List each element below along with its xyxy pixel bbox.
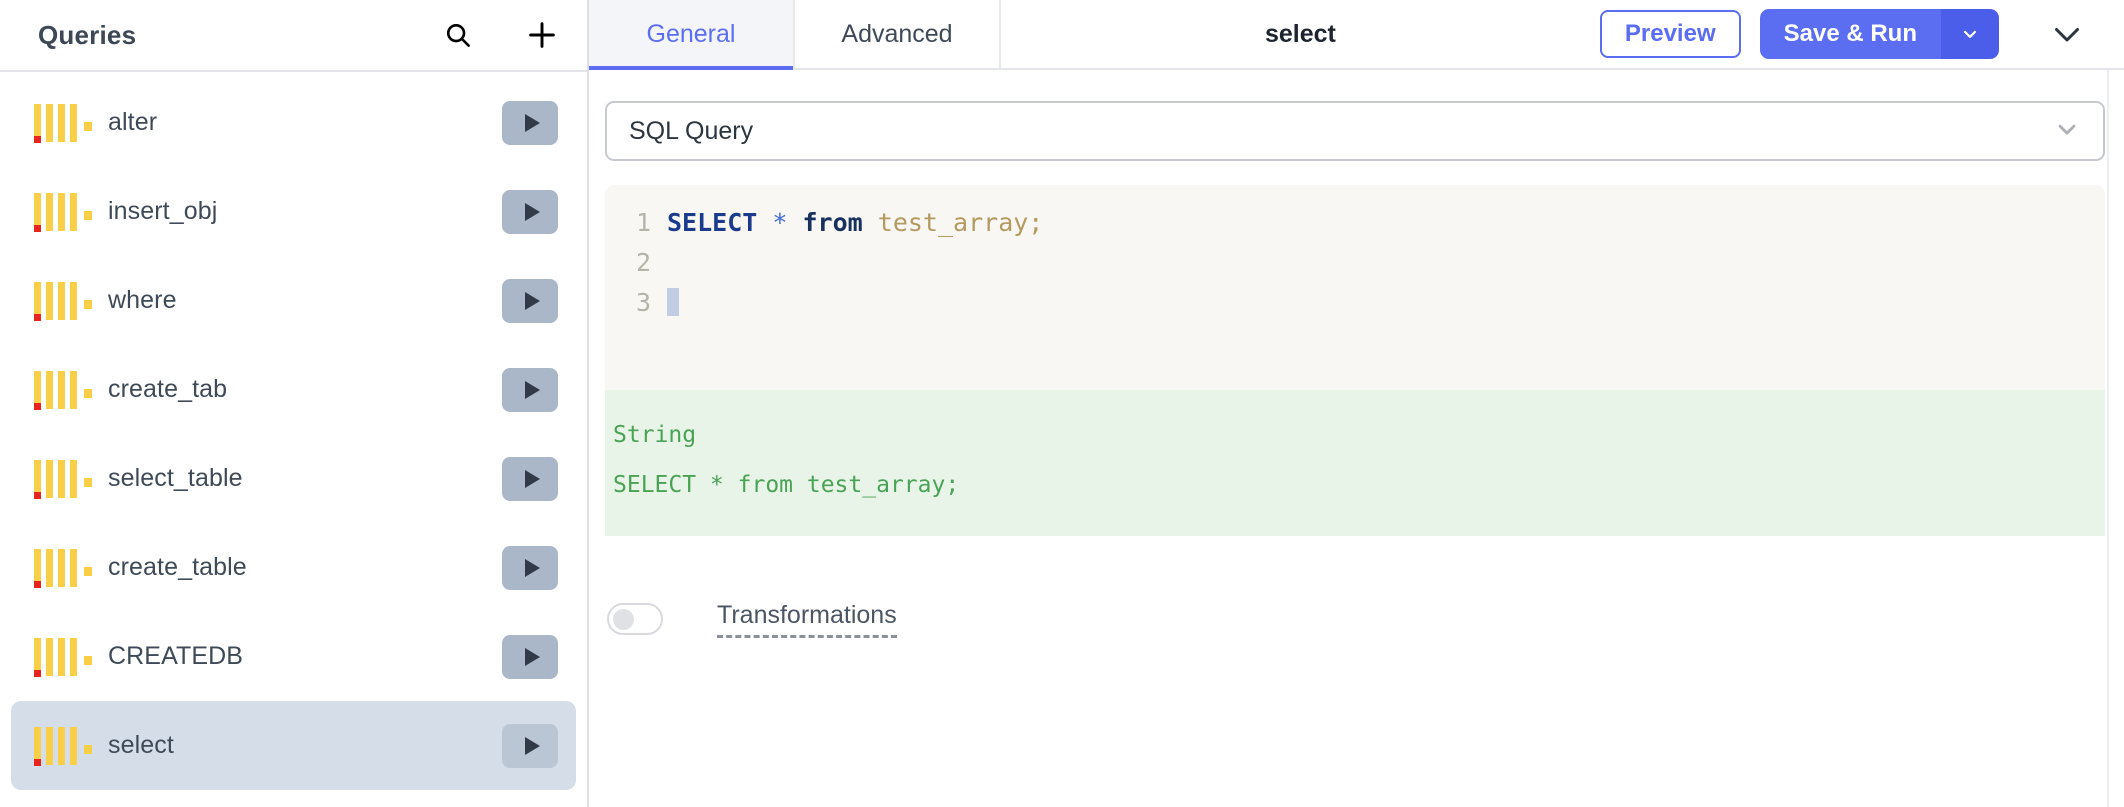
save-and-run-chevron-down-icon[interactable] [1941,9,1999,59]
play-icon[interactable] [502,634,558,679]
list-item[interactable]: select_table [11,434,576,523]
tab-advanced-label: Advanced [841,19,953,48]
result-type-label: String [613,422,697,448]
query-barcode-icon [32,189,92,235]
code-token [787,208,802,237]
play-icon[interactable] [502,723,558,768]
code-token [757,208,772,237]
tab-general[interactable]: General [589,0,795,70]
list-item[interactable]: CREATEDB [11,612,576,701]
code-token: SELECT [667,208,758,237]
list-item[interactable]: alter [11,78,576,167]
play-icon[interactable] [502,278,558,323]
query-type-value: SQL Query [629,116,754,145]
play-icon[interactable] [502,100,558,145]
code-line: 1 SELECT * from test_array; [605,203,2105,243]
code-text: SELECT * from test_array; [667,203,1043,243]
query-barcode-icon [32,456,92,502]
code-token: * [772,208,788,237]
save-and-run-label: Save & Run [1759,9,1941,59]
code-text [667,283,679,323]
query-name-title: select [1265,19,1336,48]
list-item[interactable]: select [11,701,576,790]
play-icon[interactable] [502,456,558,501]
chevron-down-icon[interactable] [2053,115,2081,148]
sidebar-header-actions [441,18,559,52]
vertical-scrollbar[interactable] [2107,70,2124,807]
query-editor-panel: General Advanced select Preview Save & R… [589,0,2124,807]
toggle-knob [613,609,634,630]
list-item[interactable]: create_tab [11,345,576,434]
preview-button-label: Preview [1624,20,1716,47]
transformations-row: Transformations [607,592,2124,646]
result-value: SELECT * from test_array; [613,472,960,498]
query-type-select[interactable]: SQL Query [605,101,2105,161]
editor-topbar: General Advanced select Preview Save & R… [589,0,2124,70]
code-line: 2 [605,243,2105,283]
sql-code-editor[interactable]: 1 SELECT * from test_array; 2 3 [605,185,2105,390]
tab-advanced[interactable]: Advanced [795,0,1001,68]
list-item-label: where [108,286,177,314]
preview-button[interactable]: Preview [1599,10,1741,58]
list-item-label: create_tab [108,375,228,403]
collapse-chevron-down-icon[interactable] [2040,7,2094,61]
transformations-toggle[interactable] [607,603,663,635]
line-number: 2 [635,248,651,277]
play-icon[interactable] [502,367,558,412]
tab-general-label: General [646,19,736,48]
search-icon[interactable] [441,18,475,52]
query-barcode-icon [32,545,92,591]
sidebar-header: Queries [0,0,587,72]
code-token [863,208,878,237]
transformations-label: Transformations [717,601,897,638]
list-item[interactable]: where [11,256,576,345]
query-result-panel: String SELECT * from test_array; [605,390,2105,536]
query-barcode-icon [32,278,92,324]
save-and-run-button[interactable]: Save & Run [1759,9,1999,59]
query-barcode-icon [32,367,92,413]
play-icon[interactable] [502,189,558,234]
list-item-label: select [108,731,174,759]
code-token: test_array; [877,208,1044,237]
topbar-actions: Preview Save & Run [1599,0,2124,68]
list-item-label: CREATEDB [108,642,244,670]
code-line: 3 [605,283,2105,323]
play-icon[interactable] [502,545,558,590]
query-barcode-icon [32,723,92,769]
line-number: 1 [635,208,651,237]
list-item-label: create_table [108,553,247,581]
code-token: from [802,208,863,237]
query-barcode-icon [32,100,92,146]
list-item-label: alter [108,108,158,136]
line-number: 3 [635,288,651,317]
list-item[interactable]: create_table [11,523,576,612]
text-cursor [667,288,679,316]
plus-icon[interactable] [525,18,559,52]
list-item[interactable]: insert_obj [11,167,576,256]
list-item-label: select_table [108,464,243,492]
query-barcode-icon [32,634,92,680]
page-title: Queries [38,19,137,50]
list-item-label: insert_obj [108,197,218,225]
